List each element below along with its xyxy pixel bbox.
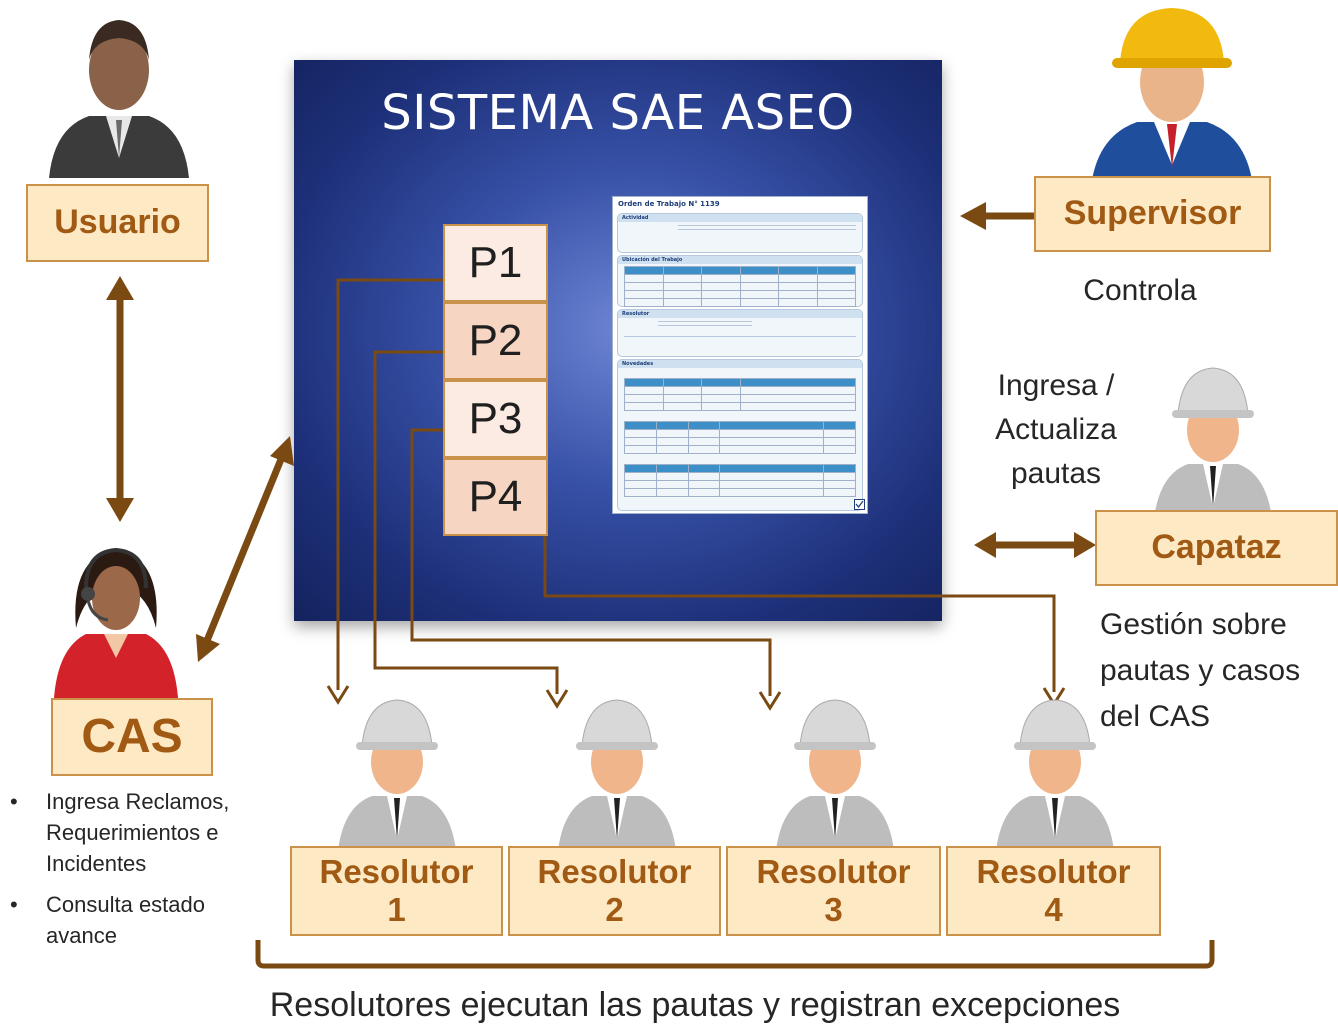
process-p3[interactable]: P3 <box>443 380 548 458</box>
cas-bullet-list: • Ingresa Reclamos, Requerimientos e Inc… <box>8 786 278 951</box>
form-section-title: Actividad <box>618 214 862 222</box>
role-supervisor[interactable]: Supervisor <box>1034 176 1271 252</box>
arrow-head-up <box>106 276 134 300</box>
resolutor-number: 3 <box>824 891 843 928</box>
role-usuario[interactable]: Usuario <box>26 184 209 262</box>
arrow-head <box>974 532 996 558</box>
caption-line: Actualiza <box>995 413 1117 446</box>
form-section-resolutor: Resolutor <box>617 309 863 357</box>
caption-line: pautas <box>1010 457 1102 490</box>
caption-line: Ingresa / <box>997 369 1115 402</box>
resolutor-4-icon <box>996 699 1114 850</box>
resolutor-3-box[interactable]: Resolutor 3 <box>726 846 941 936</box>
caption-line: pautas y casos <box>1100 654 1301 687</box>
gestion-caption: Gestión sobre pautas y casos del CAS <box>1100 602 1330 740</box>
footer-caption: Resolutores ejecutan las pautas y regist… <box>269 986 1121 1024</box>
caption-line: del CAS <box>1100 700 1211 733</box>
checkbox-icon <box>854 499 865 510</box>
cas-bullet-item: • Consulta estado avance <box>8 889 278 951</box>
form-section-title: Ubicación del Trabajo <box>618 256 862 264</box>
arrow-head <box>1074 532 1096 558</box>
bullet-line: avance <box>46 923 117 948</box>
role-cas[interactable]: CAS <box>51 698 213 776</box>
form-section-ubicacion: Ubicación del Trabajo <box>617 255 863 307</box>
bullet-line: Incidentes <box>46 851 147 876</box>
work-order-form: Orden de Trabajo N° 1139 Actividad Ubica… <box>612 196 868 514</box>
resolutor-number: 4 <box>1044 891 1063 928</box>
role-capataz[interactable]: Capataz <box>1095 510 1338 586</box>
operator-headset-icon <box>54 547 178 698</box>
resolutor-label: Resolutor <box>319 853 474 891</box>
resolutor-3-icon <box>776 699 894 850</box>
cas-bullet-item: • Ingresa Reclamos, Requerimientos e Inc… <box>8 786 278 879</box>
form-section-actividad: Actividad <box>617 213 863 253</box>
arrow-head <box>196 634 220 662</box>
caption-line: Gestión sobre <box>1100 608 1287 641</box>
resolutor-2-icon <box>558 699 676 850</box>
process-p4[interactable]: P4 <box>443 458 548 536</box>
resolutor-number: 1 <box>387 891 406 928</box>
form-section-title: Resolutor <box>618 310 862 318</box>
p1-resolutor1-line <box>336 278 443 690</box>
supervisor-caption: Controla <box>1083 274 1197 307</box>
resolutor-1-icon <box>338 699 456 850</box>
resolutor-2-box[interactable]: Resolutor 2 <box>508 846 721 936</box>
process-p1[interactable]: P1 <box>443 224 548 302</box>
bullet-line: Ingresa Reclamos, <box>46 789 230 814</box>
process-p2[interactable]: P2 <box>443 302 548 380</box>
p2-resolutor2-line <box>373 350 559 694</box>
form-section-novedades: Novedades <box>617 359 863 511</box>
supervisor-helmet-icon <box>1092 8 1252 180</box>
form-title: Orden de Trabajo N° 1139 <box>618 200 720 208</box>
capataz-caption: Ingresa / Actualiza pautas <box>966 364 1146 496</box>
resolutor-4-box[interactable]: Resolutor 4 <box>946 846 1161 936</box>
system-title: SISTEMA SAE ASEO <box>381 85 855 141</box>
p3-resolutor3-line <box>410 428 772 696</box>
bullet-line: Consulta estado <box>46 892 205 917</box>
resolutor-label: Resolutor <box>756 853 911 891</box>
arrow-head <box>270 436 294 466</box>
businessman-icon <box>49 20 189 178</box>
arrow-head <box>960 202 986 230</box>
p4-resolutor4-line <box>543 536 1056 692</box>
arrow-head-down <box>106 498 134 522</box>
resolutor-number: 2 <box>605 891 624 928</box>
cas-system-arrow <box>200 450 288 650</box>
form-section-title: Novedades <box>618 360 862 368</box>
resolutores-bracket <box>255 940 1215 969</box>
resolutor-1-box[interactable]: Resolutor 1 <box>290 846 503 936</box>
bullet-line: Requerimientos e <box>46 820 219 845</box>
resolutor-label: Resolutor <box>537 853 692 891</box>
worker-helmet-icon <box>1154 367 1272 518</box>
resolutor-label: Resolutor <box>976 853 1131 891</box>
